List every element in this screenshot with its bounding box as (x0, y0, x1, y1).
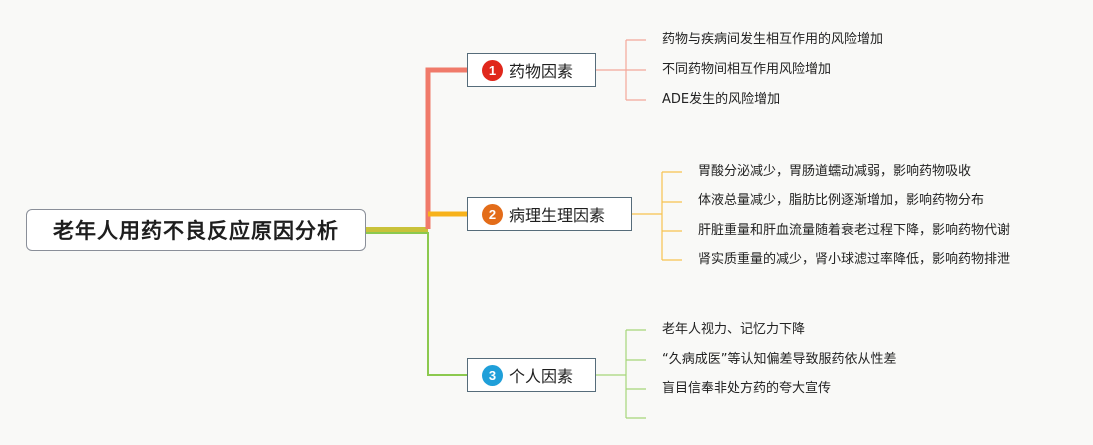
branch-3-connector (427, 232, 467, 376)
leaf-item[interactable]: 胃酸分泌减少，胃肠道蠕动减弱，影响药物吸收 (698, 164, 972, 179)
leaf-item[interactable]: 肝脏重量和肝血流量随着衰老过程下降，影响药物代谢 (698, 223, 1011, 238)
leaf-item[interactable]: 药物与疾病间发生相互作用的风险增加 (662, 32, 884, 47)
root-topic[interactable]: 老年人用药不良反应原因分析 (26, 209, 366, 251)
branch-label: 个人因素 (509, 367, 574, 386)
leaf-item[interactable]: 盲目信奉非处方药的夸大宣传 (662, 381, 832, 396)
leaf-item[interactable]: 老年人视力、记忆力下降 (662, 322, 806, 337)
branch-3-leaf-lines (596, 329, 646, 419)
branch-topic-pathophysiology-factors[interactable]: 2 病理生理因素 (467, 197, 632, 231)
root-topic-label: 老年人用药不良反应原因分析 (53, 219, 339, 243)
branch-1-leaf-lines (596, 39, 646, 101)
leaf-item[interactable]: “久病成医”等认知偏差导致服药依从性差 (662, 352, 897, 367)
branch-label: 病理生理因素 (509, 206, 606, 225)
branch-2-leaf-lines (632, 171, 682, 261)
branch-topic-drug-factors[interactable]: 1 药物因素 (467, 53, 596, 87)
branch-label: 药物因素 (509, 62, 574, 81)
number-1-badge-icon: 1 (482, 59, 503, 81)
number-3-badge-icon: 3 (482, 364, 503, 386)
branch-topic-personal-factors[interactable]: 3 个人因素 (467, 358, 596, 392)
branch-1-connector (425, 67, 467, 229)
leaf-item[interactable]: 肾实质重量的减少，肾小球滤过率降低，影响药物排泄 (698, 252, 1011, 267)
number-2-badge-icon: 2 (482, 203, 503, 225)
leaf-item[interactable]: 不同药物间相互作用风险增加 (662, 62, 832, 77)
leaf-item[interactable]: ADE发生的风险增加 (662, 92, 781, 107)
leaf-item[interactable]: 体液总量减少，脂肪比例逐渐增加，影响药物分布 (698, 193, 985, 208)
